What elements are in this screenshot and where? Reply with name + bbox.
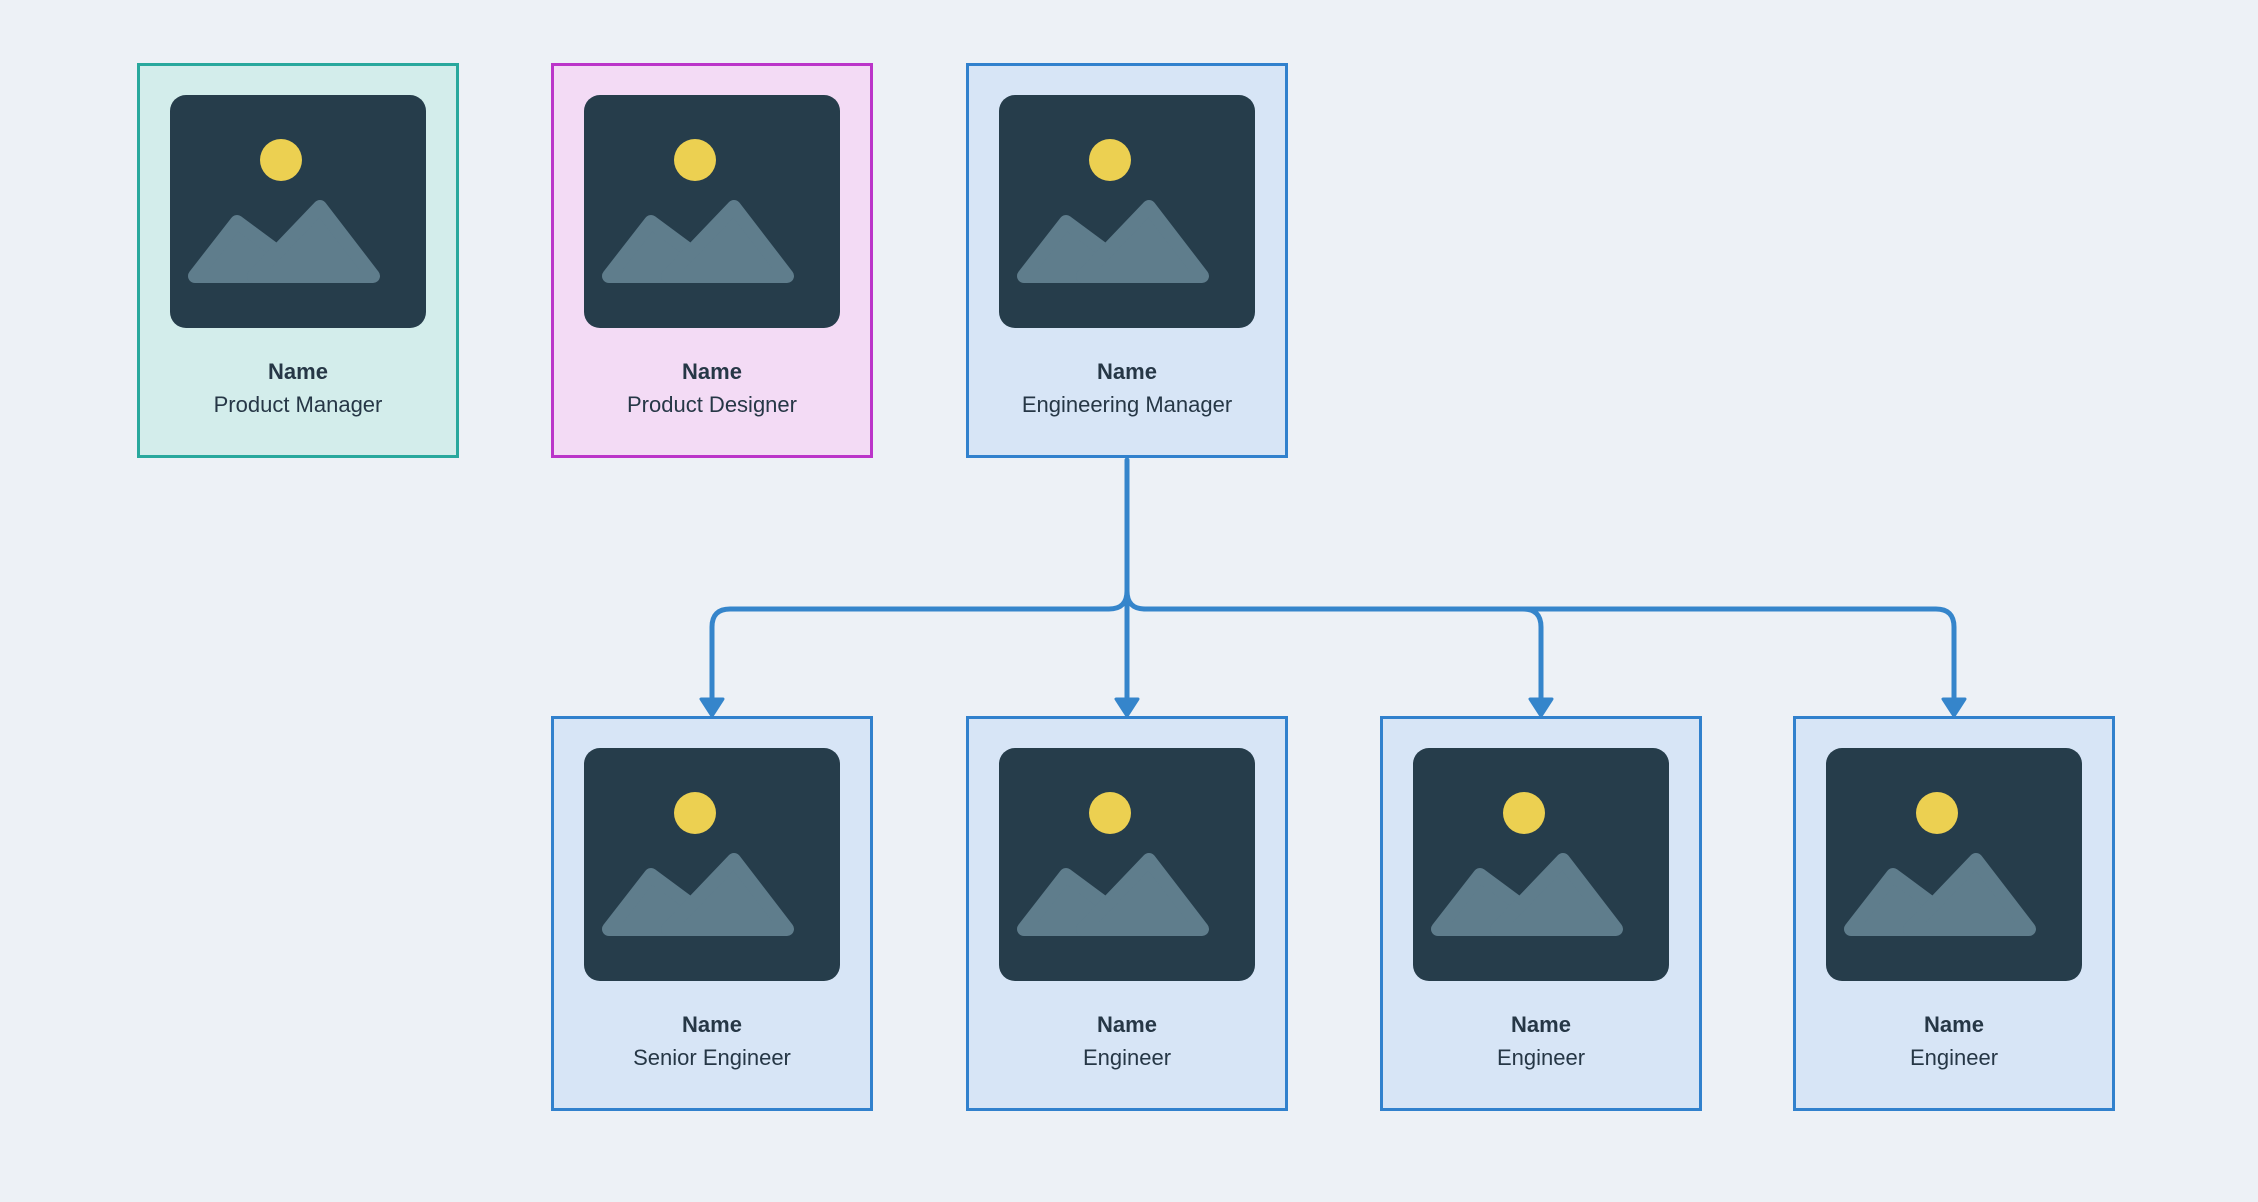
arrowhead-icon — [1528, 697, 1554, 718]
org-card-product-manager[interactable]: Name Product Manager — [137, 63, 459, 458]
image-placeholder-icon — [999, 95, 1255, 328]
person-name: Name — [1511, 1012, 1571, 1037]
person-name: Name — [1924, 1012, 1984, 1037]
arrowhead-icon — [699, 697, 725, 718]
person-name: Name — [682, 1012, 742, 1037]
arrowhead-icon — [1114, 697, 1140, 718]
org-card-engineer-2[interactable]: Name Engineer — [1380, 716, 1702, 1111]
org-card-product-designer[interactable]: Name Product Designer — [551, 63, 873, 458]
person-name: Name — [1097, 1012, 1157, 1037]
person-role: Engineer — [1082, 1045, 1172, 1070]
connector-branch-mid-right — [1520, 606, 1544, 705]
person-role: Senior Engineer — [633, 1045, 791, 1070]
connector-branch-right — [1124, 588, 1957, 705]
image-placeholder-icon — [584, 95, 840, 328]
person-role: Product Manager — [213, 392, 383, 417]
image-placeholder-icon — [584, 748, 840, 981]
person-role: Engineer — [1909, 1045, 1999, 1070]
person-name: Name — [682, 359, 742, 384]
org-card-engineer-1[interactable]: Name Engineer — [966, 716, 1288, 1111]
person-role: Engineer — [1496, 1045, 1586, 1070]
org-card-engineering-manager[interactable]: Name Engineering Manager — [966, 63, 1288, 458]
person-role: Engineering Manager — [1021, 392, 1233, 417]
image-placeholder-icon — [999, 748, 1255, 981]
person-name: Name — [268, 359, 328, 384]
arrowhead-icon — [1941, 697, 1967, 718]
image-placeholder-icon — [1413, 748, 1669, 981]
image-placeholder-icon — [170, 95, 426, 328]
org-card-senior-engineer[interactable]: Name Senior Engineer — [551, 716, 873, 1111]
connector-branch-left — [709, 588, 1130, 705]
person-name: Name — [1097, 359, 1157, 384]
org-card-engineer-3[interactable]: Name Engineer — [1793, 716, 2115, 1111]
image-placeholder-icon — [1826, 748, 2082, 981]
person-role: Product Designer — [627, 392, 797, 417]
